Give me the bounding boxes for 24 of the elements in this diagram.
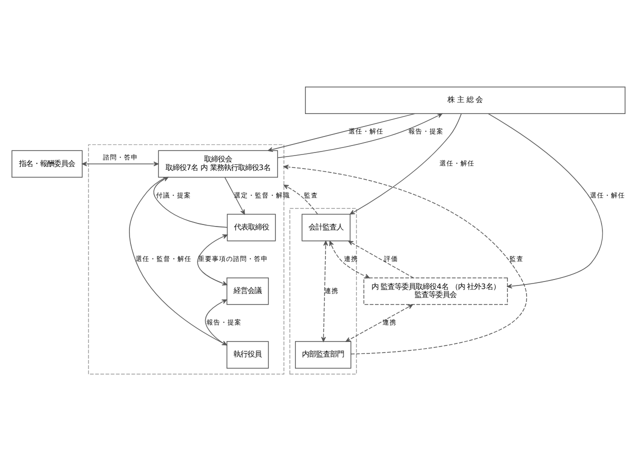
arrow [350, 113, 462, 215]
arrow [348, 240, 414, 278]
node-box: 指名・報酬委員会 [12, 150, 83, 178]
node-box: 代表取締役 [226, 214, 276, 242]
node-box: 株 主 総 会 [305, 86, 626, 114]
arrow [329, 240, 370, 278]
arrow [268, 113, 416, 152]
node-box: 内 監査等委員取締役4名 （内 社外3名） 監査等委員会 [363, 278, 508, 305]
arrow [284, 184, 318, 214]
node-box: 執行役員 [226, 341, 269, 369]
arrow [82, 162, 159, 166]
arrow [224, 177, 245, 215]
arrow [153, 176, 228, 228]
arrow [346, 304, 413, 342]
cluster [88, 144, 284, 374]
node-box: 内部監査部門 [295, 341, 352, 369]
node-box: 経営会議 [226, 278, 269, 305]
arrow [321, 240, 328, 342]
arrow [197, 234, 228, 286]
arrow [277, 113, 442, 158]
arrow [284, 164, 527, 354]
node-box: 会計監査人 [302, 214, 350, 242]
arrow [488, 113, 603, 288]
node-box: 取締役会 取締役7名 内 業務執行取締役3名 [158, 150, 278, 178]
